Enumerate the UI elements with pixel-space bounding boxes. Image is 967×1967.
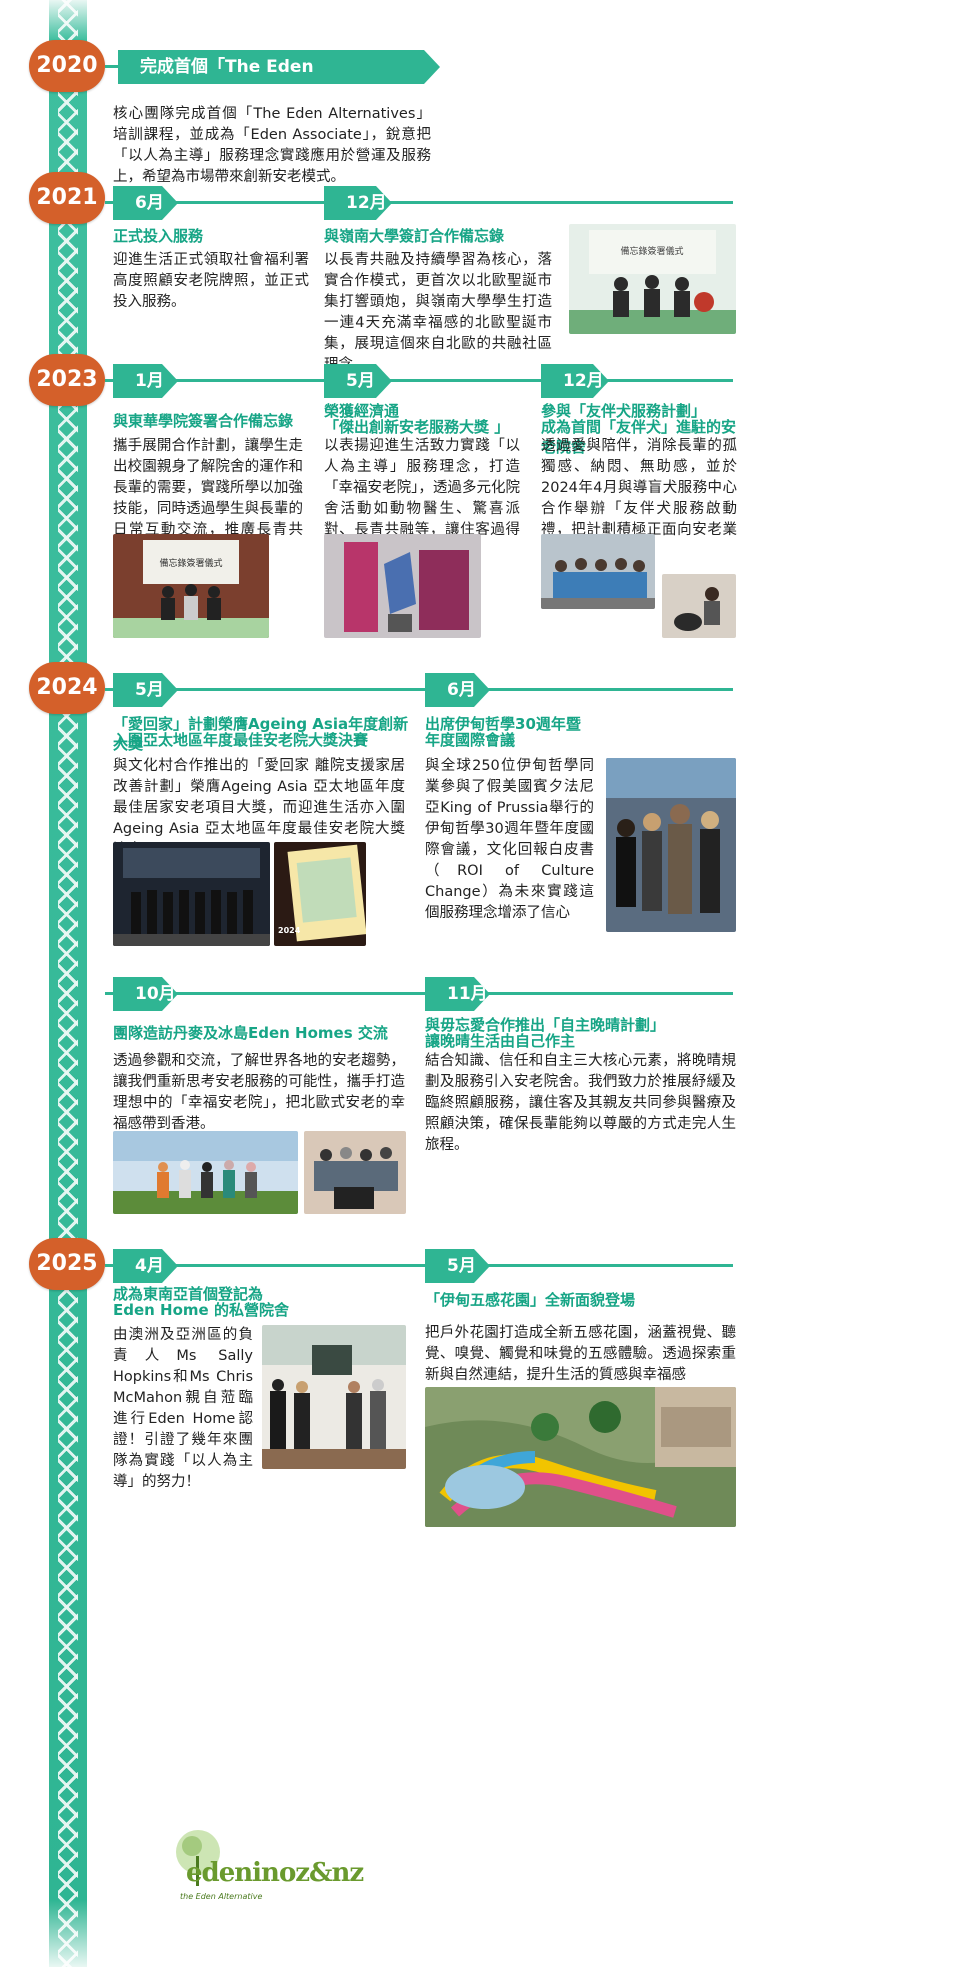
milestone-title-line2: 讓晚晴生活由自己作主 (425, 1032, 576, 1050)
milestone-title-line1: 參與「友伴犬服務計劃」 (541, 402, 707, 420)
month-tag: 5月 (324, 364, 392, 398)
award-trophy-photo (324, 534, 481, 638)
milestone-text: 由澳洲及亞洲區的負責人Ms Sally Hopkins和Ms Chris McM… (113, 1327, 253, 1490)
group-with-dog-photo (541, 534, 655, 609)
milestone-text: 核心團隊完成首個「The Eden Alternatives」培訓課程，並成為「… (113, 106, 431, 185)
five-senses-garden-photo (425, 1387, 736, 1527)
milestone-text: 結合知識、信任和自主三大核心元素，將晚晴規劃及服務引入安老院舍。我們致力於推展紓… (425, 1053, 736, 1153)
milestone-title: 與嶺南大學簽訂合作備忘錄 (324, 227, 505, 245)
timeline-line (105, 201, 733, 204)
milestone-title-line2: 「傑出創新安老服務大獎 」 (324, 418, 510, 436)
milestone-title: 團隊造訪丹麥及冰島Eden Homes 交流 (113, 1024, 388, 1042)
denmark-visit-photo (113, 1131, 298, 1214)
year-badge-2020: 2020 (29, 40, 105, 92)
milestone-title-line2: 入圍亞太地區年度最佳安老院大獎決賽 (113, 731, 369, 749)
timeline-line (105, 379, 733, 382)
eden-in-oz-nz-logo (172, 1826, 312, 1906)
milestone-text: 以長青共融及持續學習為核心，落實合作模式，更首次以北歐聖誕市集打響頭炮，與嶺南大… (324, 252, 552, 373)
milestone-text: 迎進生活正式領取社會福利署高度照顧安老院牌照，並正式投入服務。 (113, 252, 309, 310)
timeline-line (105, 1264, 733, 1267)
award-certificate-photo: 2024 (274, 842, 366, 946)
month-tag: 12月 (324, 186, 392, 220)
year-badge-2023: 2023 (29, 354, 105, 406)
eden-home-certification-photo (262, 1325, 406, 1469)
conference-group-photo (606, 758, 736, 932)
timeline-line (105, 688, 733, 691)
year-badge-2024: 2024 (29, 662, 105, 714)
logo-wordmark: edeninoz&nz (186, 1858, 364, 1888)
milestone-text: 把戶外花園打造成全新五感花園，涵蓋視覺、聽覺、嗅覺、觸覺和味覺的五感體驗。透過探… (425, 1325, 736, 1383)
award-stage-photo (113, 842, 270, 946)
milestone-title: 「伊甸五感花園」全新面貌登場 (425, 1291, 636, 1309)
signing-ceremony-photo: 備忘錄簽署儀式 (113, 534, 269, 638)
milestone-title-line2: 成為首間「友伴犬」進駐的安老院舍 (541, 418, 737, 456)
year-label: 2024 (278, 926, 301, 935)
photo-caption: 備忘錄簽署儀式 (159, 557, 222, 569)
timeline-line (105, 992, 733, 995)
year-badge-2021: 2021 (29, 172, 105, 224)
month-tag: 5月 (425, 1249, 490, 1283)
dog-visit-photo (662, 574, 736, 638)
milestone-title-line2: 年度國際會議 (425, 731, 516, 749)
milestone-title-line1: 榮獲經濟通 (324, 402, 400, 420)
month-tag: 10月 (113, 977, 178, 1011)
month-tag: 5月 (113, 673, 178, 707)
milestone-text: 透過參觀和交流，了解世界各地的安老趨勢，讓我們重新思考安老服務的可能性，攜手打造… (113, 1053, 405, 1132)
milestone-title-line1: 「愛回家」計劃榮膺Ageing Asia年度創新大獎 (113, 715, 409, 753)
month-tag: 6月 (113, 186, 178, 220)
iceland-visit-photo (304, 1131, 406, 1214)
photo-caption: 備忘錄簽署儀式 (620, 245, 683, 257)
month-tag: 4月 (113, 1249, 178, 1283)
signing-ceremony-photo: 備忘錄簽署儀式 (569, 224, 736, 334)
milestone-title: 正式投入服務 (113, 227, 204, 245)
milestone-banner: 完成首個「The Eden Alternatives」培訓課程 (118, 50, 440, 84)
month-tag: 6月 (425, 673, 490, 707)
milestone-text: 與全球250位伊甸哲學同業參與了假美國賓夕法尼亞King of Prussia舉… (425, 758, 594, 921)
milestone-title-line2: Eden Home 的私營院舍 (113, 1301, 289, 1319)
milestone-title-line1: 成為東南亞首個登記為 (113, 1285, 264, 1303)
timeline-spine (49, 0, 87, 1967)
month-tag: 1月 (113, 364, 178, 398)
logo-tagline: the Eden Alternative (180, 1892, 263, 1901)
month-tag: 12月 (541, 364, 609, 398)
milestone-title: 與東華學院簽署合作備忘錄 (113, 412, 294, 430)
milestone-title-line1: 出席伊甸哲學30週年暨 (425, 715, 581, 733)
year-badge-2025: 2025 (29, 1238, 105, 1290)
month-tag: 11月 (425, 977, 490, 1011)
milestone-title-line1: 與毋忘愛合作推出「自主晚晴計劃」 (425, 1016, 666, 1034)
